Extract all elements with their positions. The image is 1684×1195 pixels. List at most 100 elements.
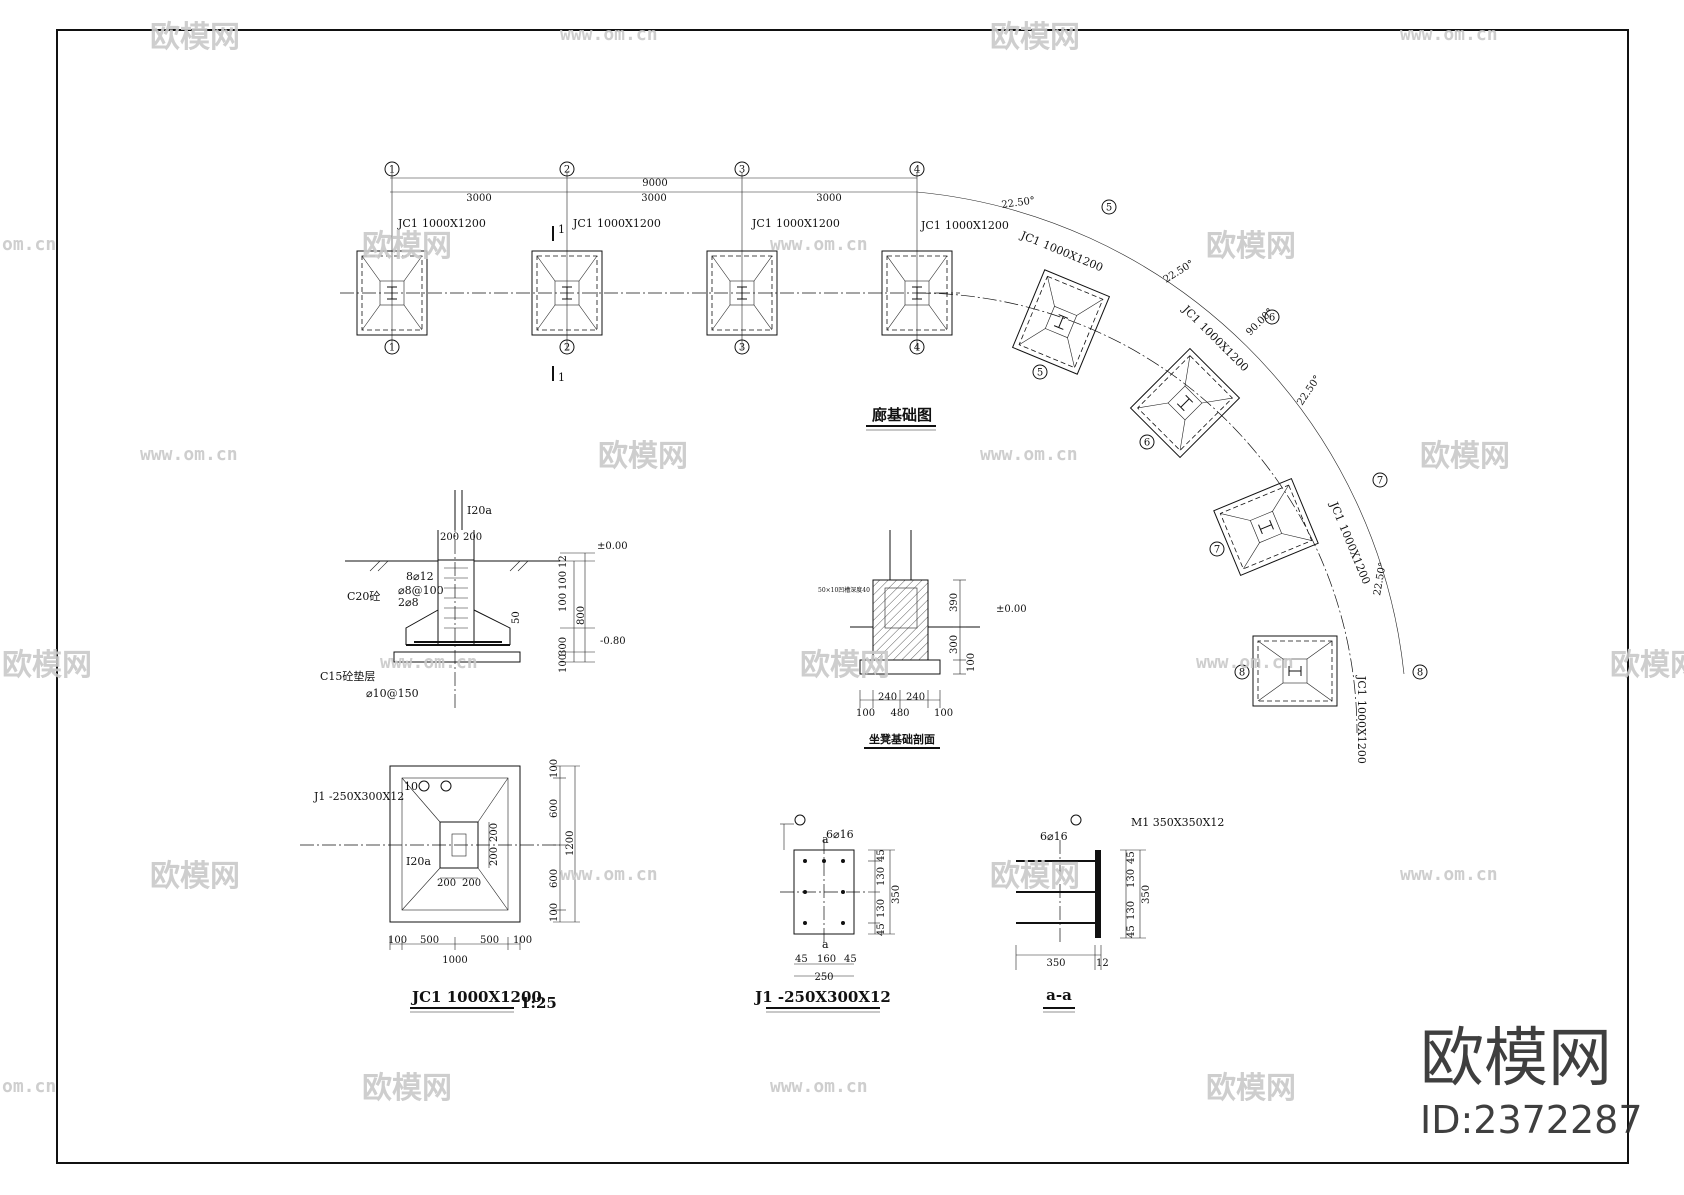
rebar-label: ⌀10@150: [366, 687, 419, 700]
jc1-dim: 200: [489, 823, 500, 842]
section-mark: 1: [558, 371, 565, 384]
footing-label: JC1: [572, 217, 593, 230]
axis-bubble: 3: [734, 339, 750, 355]
plate-dim: 45: [876, 923, 887, 936]
jc1-dim: 100: [513, 935, 532, 946]
axis-number: 2: [564, 343, 570, 354]
watermark-brand: 欧模网: [2, 648, 92, 683]
axis-bubble: 4: [909, 161, 925, 177]
jc1-dim: 200: [462, 878, 481, 889]
arc-angle: 22.50°: [1372, 561, 1389, 596]
axis-number: 3: [739, 343, 745, 354]
sheet-border: [56, 29, 1629, 1164]
bench-dim: 300: [949, 635, 960, 654]
axis-number: 8: [1417, 668, 1423, 679]
section-dim: 100: [558, 571, 569, 590]
jc1-dim: 100: [388, 935, 407, 946]
jc1-title: JC1 1000X1200: [410, 988, 542, 1006]
watermark-url-short: om.cn: [2, 1076, 56, 1097]
section-dim: 50: [511, 611, 522, 624]
bench-dim-total: 480: [890, 708, 909, 719]
aa-plate: M1 350X350X12: [1131, 816, 1224, 829]
bolt-label: 6⌀16: [826, 828, 854, 841]
axis-number: 4: [914, 165, 920, 176]
bench-note: 50×10凹槽深度40: [818, 586, 870, 594]
plate-label: J1 -250X300X12: [313, 790, 404, 803]
cut-mark: a: [822, 833, 829, 846]
watermark-brand: 欧模网: [150, 859, 240, 894]
cushion-label: C15砼垫层: [320, 669, 375, 683]
jc1-scale: 1:25: [520, 994, 557, 1012]
axis-number: 4: [914, 343, 920, 354]
footing-label: JC1: [1355, 675, 1368, 696]
watermark-brand: 欧模网: [362, 229, 452, 264]
footing-label: JC1: [920, 219, 941, 232]
axis-bubble: 3: [734, 161, 750, 177]
bench-dim: 240: [878, 692, 897, 703]
watermark-big-brand: 欧模网: [1420, 1022, 1612, 1096]
watermark-url-short: om.cn: [2, 234, 56, 255]
concrete-label: C20砼: [347, 590, 380, 603]
arc-angle: 22.50°: [1295, 374, 1323, 408]
bench-dim: 100: [966, 653, 977, 672]
section-dim: 300: [558, 637, 569, 656]
axis-number: 3: [739, 165, 745, 176]
plate-dim: 45: [844, 954, 857, 965]
plan-total-dim: 9000: [642, 178, 667, 189]
axis-bubble: 5: [1101, 199, 1117, 215]
axis-bubble: 8: [1234, 664, 1250, 680]
axis-number: 7: [1377, 476, 1383, 487]
footing-label: JC1: [1327, 499, 1347, 523]
jc1-dim: 200: [437, 878, 456, 889]
jc1-dim: 100: [549, 903, 560, 922]
arc-angle: 22.50°: [1001, 195, 1036, 211]
steel-label: I20a: [406, 855, 431, 868]
bench-dim: 100: [934, 708, 953, 719]
axis-bubble: 4: [909, 339, 925, 355]
jc1-plan: J1 -250X300X12 10 I20a 200 200 200 200 1…: [300, 759, 580, 1013]
bench-dim: 390: [949, 593, 960, 612]
watermark-url: www.om.cn: [1196, 652, 1294, 673]
footing-size: 1000X1200: [945, 219, 1009, 232]
axis-number: 5: [1106, 203, 1112, 214]
bench-dim: 100: [856, 708, 875, 719]
footing-size: 1000X1200: [1197, 320, 1251, 374]
aa-dim: 130: [1126, 869, 1137, 888]
arc-angle: 22.50°: [1162, 258, 1196, 285]
section-dim: 12: [558, 555, 569, 568]
watermark-url: www.om.cn: [560, 24, 658, 45]
plate-dim: 45: [876, 849, 887, 862]
footing-size: 1000X1200: [776, 217, 840, 230]
plan-span-dim: 3000: [466, 193, 491, 204]
plate-dim: 130: [876, 899, 887, 918]
watermark-layer: 欧模网 www.om.cn 欧模网 www.om.cn om.cn 欧模网 ww…: [2, 20, 1684, 1142]
axis-number: 1: [389, 343, 395, 354]
rebar-label: ⌀8@100: [398, 584, 444, 597]
watermark-url: www.om.cn: [560, 864, 658, 885]
watermark-id: ID:2372287: [1420, 1098, 1643, 1142]
watermark-brand: 欧模网: [800, 648, 890, 683]
plate-dim-total: 350: [891, 885, 902, 904]
jc1-dim: 100: [549, 759, 560, 778]
watermark-url: www.om.cn: [380, 652, 478, 673]
footing-size: 1000X1200: [1041, 238, 1105, 274]
bench-title: 坐凳基础剖面: [869, 732, 935, 746]
footing-size: 1000X1200: [422, 217, 486, 230]
aa-dim-t: 12: [1096, 958, 1109, 969]
num-label: 10: [404, 780, 418, 793]
section-dim-total: 800: [576, 606, 587, 625]
aa-dim: 45: [1126, 851, 1137, 864]
bench-elev: ±0.00: [996, 604, 1027, 615]
axis-bubble: 5: [1032, 364, 1048, 380]
axis-bubble: 6: [1264, 309, 1280, 325]
rebar-label: 2⌀8: [398, 596, 419, 609]
axis-bubble: 7: [1372, 472, 1388, 488]
jc1-dim: 500: [480, 935, 499, 946]
rebar-label: 8⌀12: [406, 570, 434, 583]
footing-label: JC1: [397, 217, 418, 230]
watermark-brand: 欧模网: [990, 859, 1080, 894]
axis-number: 5: [1037, 368, 1043, 379]
aa-title: a-a: [1046, 986, 1072, 1004]
